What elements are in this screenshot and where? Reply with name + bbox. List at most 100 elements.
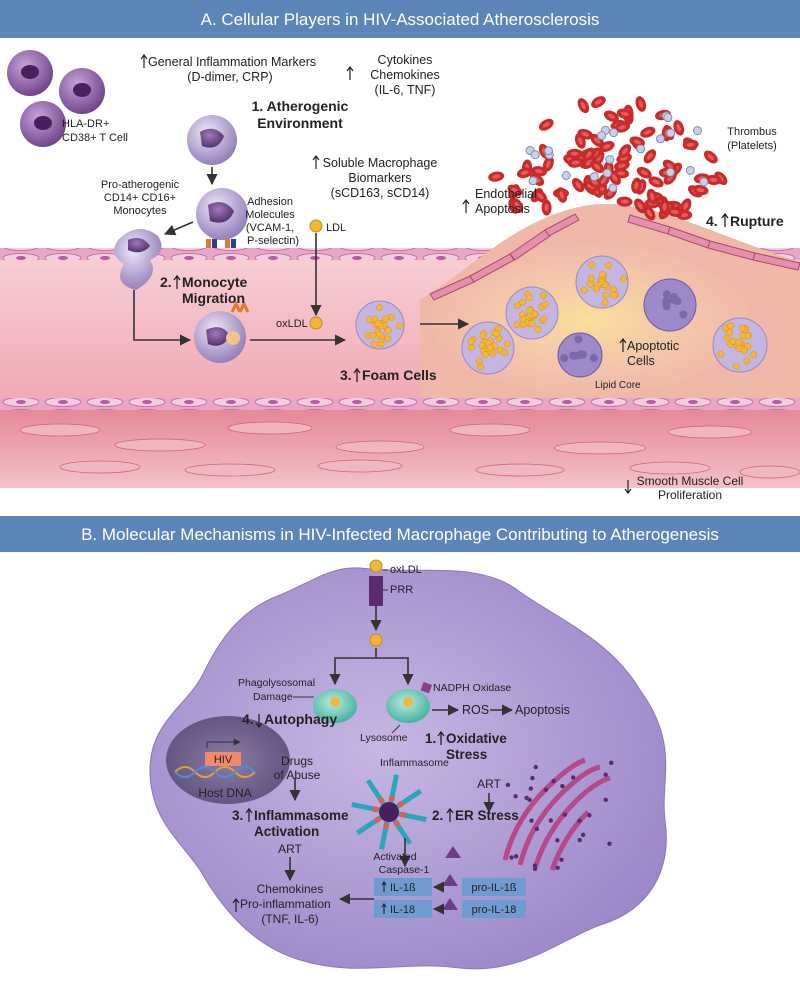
fibrous-cap-cells: [429, 213, 800, 301]
panel-a-arrows: [133, 167, 470, 346]
smooth-muscle-1: Smooth Muscle Cell: [637, 474, 744, 488]
inflammasome-complex: [351, 774, 427, 850]
hiv-box: [205, 752, 241, 766]
rupture-label: Rupture: [730, 213, 784, 229]
prr-receptor-icon: [369, 576, 383, 606]
inflammasome-number: 3.: [232, 808, 243, 823]
drugs-2: of Abuse: [274, 768, 321, 782]
red-blood-cell: [682, 139, 699, 150]
platelet: [663, 113, 673, 123]
foam-number: 3.: [340, 367, 352, 383]
red-blood-cell: [643, 149, 657, 164]
platelet: [609, 128, 619, 138]
red-blood-cell: [608, 170, 621, 186]
activated-2: Caspase-1: [379, 864, 430, 876]
inflammasome-name: Inflammasome: [380, 757, 449, 769]
oxldl-particle-b: [369, 559, 383, 573]
oxidative-2: Stress: [446, 747, 487, 762]
smooth-muscle-2: Proliferation: [658, 488, 722, 502]
ldl-particle: [309, 219, 323, 233]
red-blood-cell: [567, 157, 584, 168]
platelet: [655, 134, 665, 144]
oxidative-number: 1.: [425, 731, 436, 746]
endothelial-2: Apoptosis: [475, 202, 530, 216]
inflammasome-2: Activation: [254, 824, 319, 839]
panel-b-header: [0, 516, 800, 552]
il18-box: [374, 900, 432, 918]
red-blood-cell: [539, 118, 554, 131]
art-er-label: ART: [477, 777, 501, 791]
autophagy-number: 4.: [242, 711, 254, 727]
chemokines-1: Chemokines: [257, 882, 324, 896]
thrombus: [488, 96, 728, 221]
apoptotic-2: Cells: [627, 354, 655, 368]
pro-il1b-label: pro-IL-1ß: [471, 882, 517, 894]
up-arrow-icon: [721, 212, 729, 227]
red-blood-cell: [692, 184, 709, 196]
red-blood-cell: [556, 187, 568, 203]
autophagy-label: Autophagy: [264, 711, 337, 727]
foam-cell: [461, 321, 515, 375]
apoptotic-cell: [643, 278, 697, 332]
red-blood-cell: [511, 198, 524, 213]
oxldl-particle: [309, 316, 323, 330]
red-blood-cell: [577, 128, 594, 140]
red-blood-cell: [631, 177, 642, 194]
panel-a-header: [0, 0, 800, 38]
foam-cell: [575, 255, 629, 309]
up-arrow-icon: [173, 274, 181, 289]
up-arrow-icon: [353, 367, 361, 382]
oxldl-label: oxLDL: [276, 318, 308, 330]
phago-1: Phagolysosomal: [238, 677, 315, 689]
platelet: [602, 168, 612, 178]
panel-a-title: A. Cellular Players in HIV-Associated At…: [201, 10, 600, 29]
up-arrow-icon: [312, 155, 320, 169]
caspase-triangle-icon: [442, 898, 458, 910]
red-blood-cell: [542, 156, 554, 172]
chemokines-3: (TNF, IL-6): [261, 912, 318, 926]
soluble-2: Biomarkers: [348, 171, 411, 185]
general-markers-1: General Inflammation Markers: [148, 55, 316, 69]
platelet: [561, 171, 571, 181]
platelet: [608, 183, 618, 193]
red-blood-cell: [640, 126, 656, 138]
pro-il18-label: pro-IL-18: [472, 904, 517, 916]
red-blood-cell: [616, 196, 633, 207]
red-blood-cell: [530, 166, 547, 177]
foam-cells: [355, 255, 768, 378]
red-blood-cell: [635, 96, 647, 112]
adhesion-4: P-selectin): [247, 235, 299, 247]
il1b-box: [374, 878, 432, 896]
adhesion-2: Molecules: [245, 209, 295, 221]
platelet: [530, 150, 540, 160]
red-blood-cell: [533, 189, 548, 203]
cytokines-3: (IL-6, TNF): [375, 83, 436, 97]
panel-a-labels: General Inflammation Markers (D-dimer, C…: [62, 53, 784, 502]
foam-cell: [712, 317, 768, 373]
tcell-label-2: CD38+ T Cell: [62, 132, 128, 144]
up-arrow-icon: [245, 807, 253, 822]
nadph-label: NADPH Oxidase: [433, 682, 511, 694]
platelet: [589, 172, 599, 182]
dna-helix: [174, 766, 256, 778]
atherogenic-1: 1. Atherogenic: [252, 98, 349, 114]
red-blood-cell: [541, 199, 552, 216]
red-blood-cell: [507, 184, 523, 197]
red-blood-cell: [634, 198, 646, 214]
oxidative-1: Oxidative: [446, 731, 507, 746]
smooth-muscle-cells: [19, 421, 800, 479]
migration-number: 2.: [160, 274, 172, 290]
migration-1: Monocyte: [182, 274, 248, 290]
up-arrow-icon: [346, 66, 354, 80]
up-arrow-icon: [381, 903, 387, 914]
red-blood-cell: [666, 206, 683, 218]
panel-b-labels: oxLDL PRR Phagolysosomal Damage NADPH Ox…: [198, 564, 570, 926]
up-arrow-icon: [232, 898, 240, 912]
red-blood-cell: [613, 160, 630, 171]
pro-il18-box: [462, 900, 526, 918]
apoptosis-label: Apoptosis: [515, 703, 570, 717]
apoptotic-cell: [557, 332, 603, 378]
platelet: [528, 176, 538, 186]
inflammasome-1: Inflammasome: [254, 808, 349, 823]
red-blood-cell: [680, 198, 692, 214]
